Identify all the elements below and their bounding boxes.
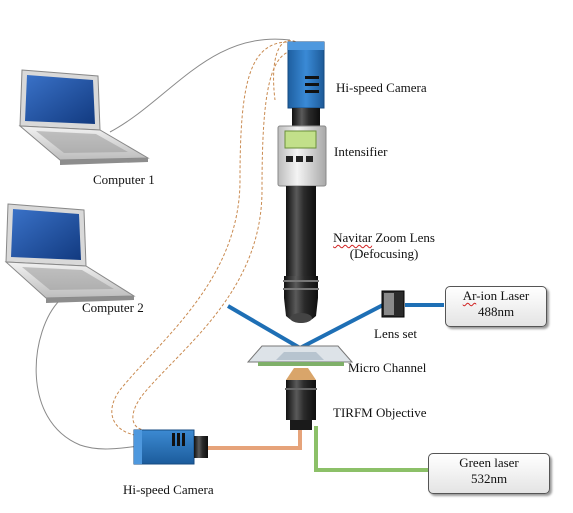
ion-laser-word: -ion Laser: [476, 288, 530, 303]
intensifier-label: Intensifier: [334, 144, 388, 159]
green-laser-beam: [314, 426, 430, 472]
cable-camera-to-objective: [206, 418, 302, 450]
cable-computer1-to-camera: [109, 38, 291, 133]
lens-set-label: Lens set: [374, 326, 417, 341]
intensifier-icon: [277, 125, 327, 187]
ar-word: Ar: [462, 288, 477, 303]
micro-channel-label: Micro Channel: [348, 360, 427, 375]
defocusing-label: (Defocusing): [349, 246, 419, 261]
computer-1-icon: [18, 69, 150, 165]
computer-2-label: Computer 2: [82, 300, 144, 315]
dashed-sync-line-2: [132, 49, 297, 431]
computer-1-label: Computer 1: [93, 172, 155, 187]
hispeed-camera-top-icon: [287, 41, 325, 126]
hispeed-camera-top-label: Hi-speed Camera: [336, 80, 427, 95]
ar-ion-laser-beam: [226, 303, 444, 350]
navitar-zoom-lens-icon: [283, 186, 319, 323]
zoom-lens-word: Zoom Lens: [372, 230, 435, 245]
green-laser-wavelength: 532nm: [470, 471, 508, 486]
green-laser-box: Green laser 532nm: [428, 453, 550, 494]
hispeed-camera-bottom-icon: [133, 429, 208, 465]
tirfm-objective-icon: [285, 368, 317, 430]
dashed-sync-line-1: [111, 41, 293, 437]
tirfm-objective-label: TIRFM Objective: [333, 405, 427, 420]
ar-ion-wavelength: 488nm: [477, 304, 515, 319]
navitar-zoom-lens-label: Navitar Zoom Lens (Defocusing): [318, 230, 450, 262]
lens-set-icon: [381, 290, 405, 318]
navitar-word: Navitar: [333, 230, 373, 245]
hispeed-camera-bottom-label: Hi-speed Camera: [123, 482, 214, 497]
cable-computer2-to-camera: [35, 299, 141, 450]
micro-channel-icon: [246, 345, 354, 366]
green-laser-name: Green laser: [459, 455, 519, 470]
computer-2-icon: [4, 203, 136, 303]
ar-ion-laser-box: Ar-ion Laser 488nm: [445, 286, 547, 327]
dashed-sync-line-3: [273, 40, 301, 101]
